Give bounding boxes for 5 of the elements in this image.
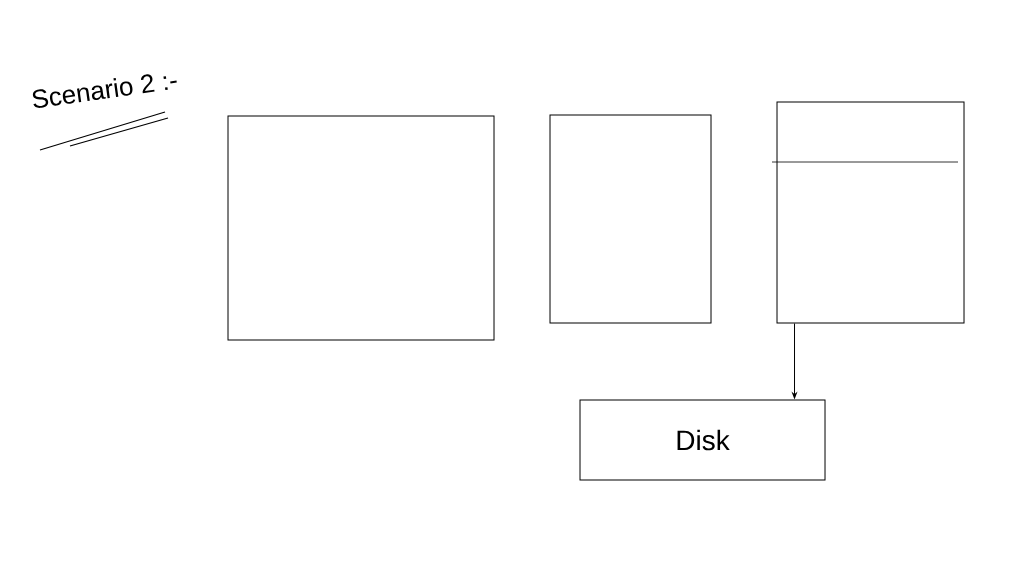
empty-box xyxy=(549,114,712,324)
empty-box xyxy=(771,101,965,324)
title: Scenario 2 :- xyxy=(32,74,177,108)
arrow xyxy=(792,323,797,399)
empty-box xyxy=(227,115,495,341)
